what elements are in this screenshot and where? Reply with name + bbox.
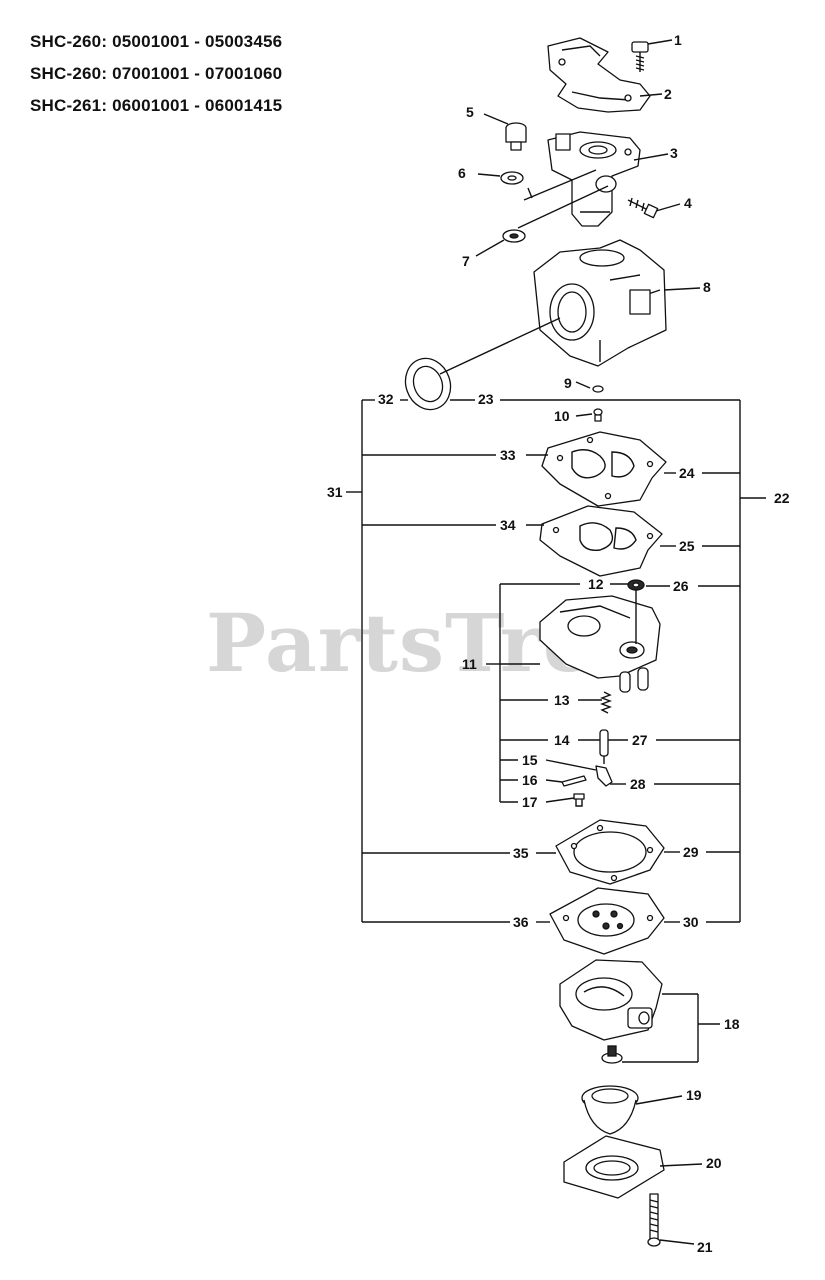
callout-labels: 1 2 3 4 5 6 7 8 9 10 11 12 13 14 15 16 1… (327, 32, 790, 1255)
part-11-pump-body[interactable] (539, 595, 661, 693)
callout-26: 26 (673, 578, 689, 594)
part-30-diaphragm[interactable] (549, 887, 665, 955)
callout-12: 12 (588, 576, 604, 592)
part-9-o-ring[interactable] (592, 385, 604, 393)
part-21-screw[interactable] (647, 1193, 661, 1247)
part-29-gasket[interactable] (555, 819, 665, 885)
part-6-washer[interactable] (500, 171, 524, 185)
callout-14: 14 (554, 732, 570, 748)
callout-36: 36 (513, 914, 529, 930)
callout-32: 32 (378, 391, 394, 407)
part-24-gasket[interactable] (541, 431, 667, 507)
callout-15: 15 (522, 752, 538, 768)
part-20-retainer-plate[interactable] (563, 1135, 665, 1199)
callout-31: 31 (327, 484, 343, 500)
model-range-line-2: SHC-260: 07001001 - 07001060 (30, 64, 283, 83)
callout-33: 33 (500, 447, 516, 463)
callout-24: 24 (679, 465, 695, 481)
part-17-screw[interactable] (573, 793, 585, 807)
callout-25: 25 (679, 538, 695, 554)
part-27-needle[interactable] (599, 729, 609, 764)
part-4-screw[interactable] (627, 197, 659, 219)
part-8-carburetor-body[interactable] (533, 239, 667, 367)
model-range-line-1: SHC-260: 05001001 - 05003456 (30, 32, 283, 51)
callout-7: 7 (462, 253, 470, 269)
callout-9: 9 (564, 375, 572, 391)
part-18-pump-cover[interactable] (559, 959, 663, 1041)
callout-4: 4 (684, 195, 692, 211)
callout-19: 19 (686, 1087, 702, 1103)
callout-8: 8 (703, 279, 711, 295)
callout-17: 17 (522, 794, 538, 810)
callout-3: 3 (670, 145, 678, 161)
callout-34: 34 (500, 517, 516, 533)
part-3-throttle-body[interactable] (547, 131, 641, 227)
callout-29: 29 (683, 844, 699, 860)
callout-23: 23 (478, 391, 494, 407)
callout-27: 27 (632, 732, 648, 748)
part-5-plug[interactable] (505, 122, 527, 151)
part-2-bracket[interactable] (547, 37, 651, 113)
callout-5: 5 (466, 104, 474, 120)
part-18-check-valve[interactable] (601, 1045, 623, 1064)
part-7-clip[interactable] (502, 229, 526, 243)
model-range-line-3: SHC-261: 06001001 - 06001415 (30, 96, 283, 115)
callout-6: 6 (458, 165, 466, 181)
part-13-spring[interactable] (600, 691, 612, 714)
callout-2: 2 (664, 86, 672, 102)
part-25-diaphragm[interactable] (539, 505, 663, 577)
part-10-pin[interactable] (593, 408, 603, 422)
callout-11: 11 (462, 656, 477, 672)
part-1-screw[interactable] (631, 41, 649, 72)
callout-18: 18 (724, 1016, 740, 1032)
part-16-pin[interactable] (561, 775, 587, 787)
callout-28: 28 (630, 776, 646, 792)
callout-13: 13 (554, 692, 570, 708)
callout-21: 21 (697, 1239, 713, 1255)
callout-35: 35 (513, 845, 529, 861)
callout-10: 10 (554, 408, 570, 424)
leader-lines (346, 39, 766, 1245)
part-12-seal[interactable] (627, 579, 645, 591)
callout-30: 30 (683, 914, 699, 930)
callout-22: 22 (774, 490, 790, 506)
part-19-primer-bulb[interactable] (581, 1085, 639, 1135)
part-23-gasket-ring[interactable] (398, 352, 457, 416)
part-28-lever[interactable] (595, 765, 613, 787)
callout-1: 1 (674, 32, 682, 48)
callout-20: 20 (706, 1155, 722, 1171)
callout-16: 16 (522, 772, 538, 788)
